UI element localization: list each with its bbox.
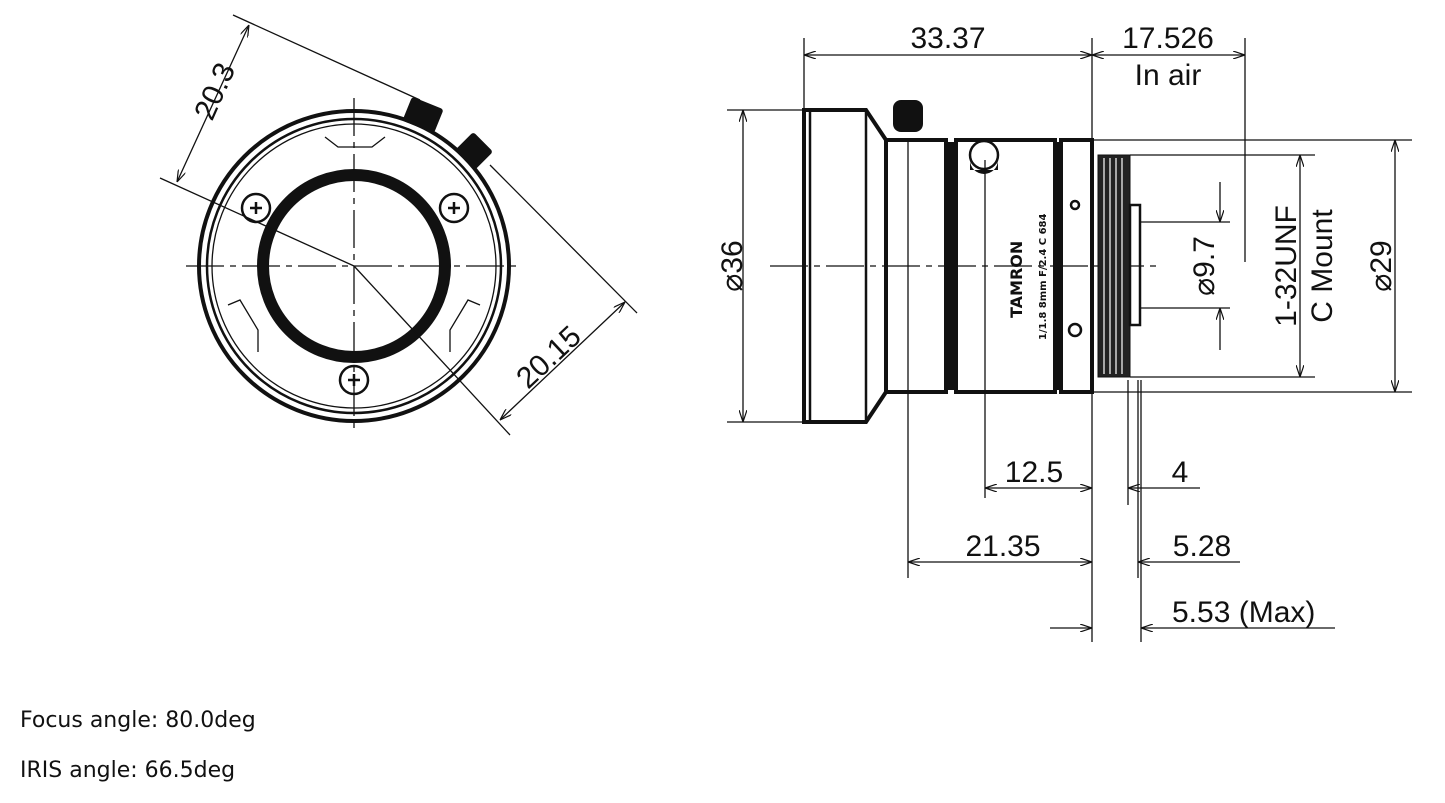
dim-rear-diameter: ⌀29 [1365, 240, 1398, 291]
screw-icon [438, 192, 470, 224]
notch-right [449, 299, 481, 352]
middle-ring [205, 117, 503, 415]
iris-knob [456, 133, 492, 169]
dim-flange-back: 17.526 [1122, 22, 1214, 55]
dim-front-diameter: ⌀36 [716, 240, 749, 291]
iris-angle-caption: IRIS angle: 66.5deg [20, 758, 236, 783]
dim-knob-height: 20.3 [188, 58, 242, 125]
extension-lines [727, 38, 1412, 642]
iris-knob-grip [970, 160, 998, 174]
dim-rear-element-diameter: ⌀9.7 [1188, 236, 1221, 296]
thread-lines [1103, 158, 1123, 374]
screw-icon [338, 364, 370, 396]
dimension-arrow [500, 302, 625, 420]
dim-focus-knob: 21.35 [965, 530, 1040, 563]
lens-dimension-drawing: 20.3 20.15 TAMRON 1/1.8 8mm F/2.4 C 684 [159, 14, 1412, 642]
dim-knob-offset: 20.15 [510, 320, 587, 395]
barrel-groove [946, 142, 956, 390]
mount-type: C Mount [1306, 209, 1339, 323]
c-mount-thread [1097, 154, 1131, 378]
rear-element [1128, 203, 1142, 327]
notch-top [324, 136, 386, 148]
extension-line [489, 164, 638, 314]
lens-ring [257, 169, 451, 363]
barrel-groove [1055, 142, 1061, 390]
index-dot [1069, 199, 1081, 211]
mount-thread: 1-32UNF [1270, 205, 1303, 327]
iris-knob [968, 139, 1000, 171]
notch-left [227, 299, 259, 352]
focus-knob [403, 97, 443, 133]
extension-line [159, 177, 355, 267]
dim-body-length: 33.37 [910, 22, 985, 55]
focus-angle-caption: Focus angle: 80.0deg [20, 708, 256, 733]
outer-ring [197, 109, 511, 423]
side-view: TAMRON 1/1.8 8mm F/2.4 C 684 33.37 17.52… [716, 22, 1412, 642]
dim-flange-back-note: In air [1135, 59, 1202, 92]
extension-line [232, 14, 421, 101]
inner-bezel [211, 123, 497, 409]
dimension-arrow [177, 25, 249, 182]
brand-marking: TAMRON [1007, 241, 1026, 318]
dim-5-53: 5.53 (Max) [1172, 596, 1315, 629]
extension-line [353, 265, 511, 436]
focus-knob [893, 100, 923, 132]
dim-5-28: 5.28 [1173, 530, 1231, 563]
front-view: 20.3 20.15 [159, 14, 638, 436]
dim-iris-knob: 12.5 [1005, 456, 1063, 489]
model-marking: 1/1.8 8mm F/2.4 C 684 [1038, 213, 1049, 340]
dim-mount-4: 4 [1172, 456, 1189, 489]
index-dot [1067, 322, 1083, 338]
